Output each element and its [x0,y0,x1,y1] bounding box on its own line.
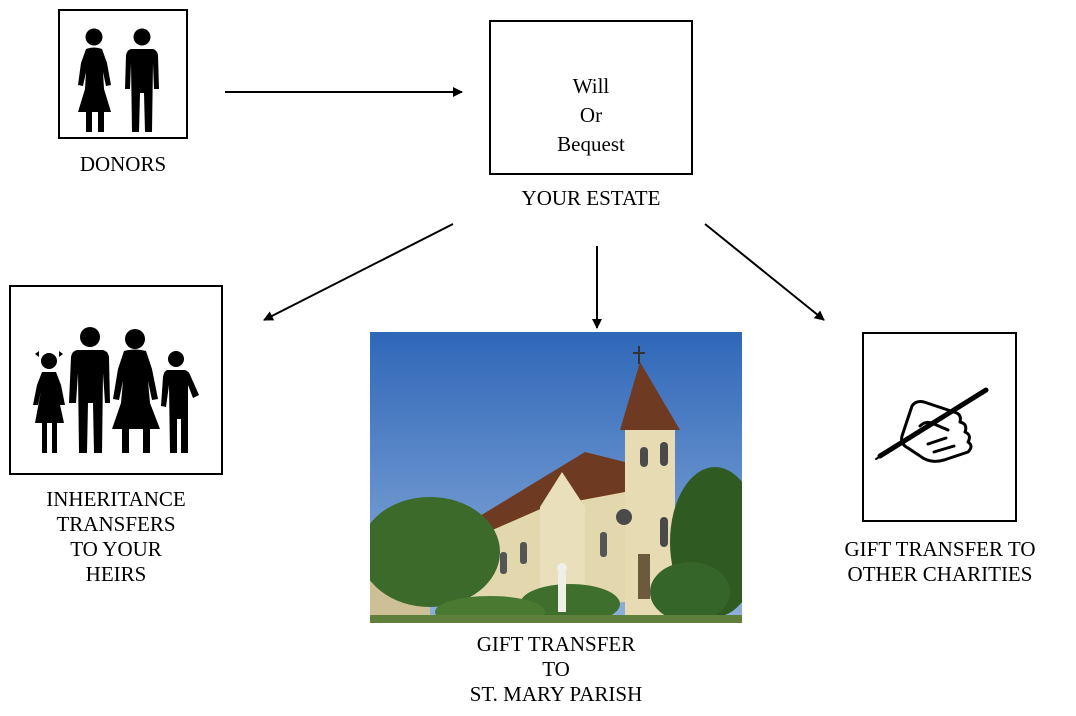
arrow-estate-to-charities [704,223,825,321]
charities-line-1: GIFT TRANSFER TO [844,537,1036,561]
charities-line-2: OTHER CHARITIES [847,562,1033,586]
family-icon [33,327,199,453]
hand-writing-pen-icon [875,387,989,463]
donors-box [58,9,188,139]
church-photo [370,332,742,623]
will-line-2: Or [579,103,603,127]
parish-line-2: TO [542,657,570,681]
heirs-box [9,285,223,475]
donors-label: DONORS [79,152,167,176]
will-or-bequest-box: Will Or Bequest [489,20,693,175]
heirs-line-4: HEIRS [85,562,147,586]
charities-label: GIFT TRANSFER TO OTHER CHARITIES [820,537,1060,587]
parish-line-1: GIFT TRANSFER [476,632,636,656]
parish-line-3: ST. MARY PARISH [469,682,643,706]
charities-box [862,332,1017,522]
arrow-estate-to-heirs [263,223,454,321]
parish-label: GIFT TRANSFER TO ST. MARY PARISH [426,632,686,707]
heirs-line-3: TO YOUR [70,537,162,561]
will-line-3: Bequest [557,132,625,156]
estate-title: YOUR ESTATE [521,186,661,210]
couple-icon [78,28,159,132]
heirs-line-2: TRANSFERS [56,512,176,536]
heirs-line-1: INHERITANCE [46,487,186,511]
heirs-label: INHERITANCE TRANSFERS TO YOUR HEIRS [16,487,216,587]
will-line-1: Will [572,74,610,98]
